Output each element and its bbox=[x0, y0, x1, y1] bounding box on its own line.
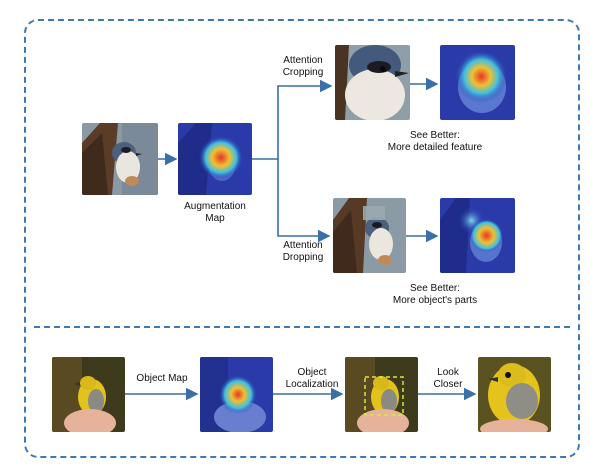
crop-result-label: See Better: More detailed feature bbox=[387, 130, 483, 153]
arrow-to-dropping bbox=[277, 159, 331, 243]
dropped-bird-image bbox=[333, 198, 406, 273]
attention-cropping-label: Attention Cropping bbox=[282, 55, 324, 78]
dropped-heatmap-image bbox=[440, 198, 515, 273]
original-bird-image bbox=[52, 357, 125, 432]
zoomed-bird-image bbox=[478, 357, 551, 432]
object-localization-label: Object Localization bbox=[285, 367, 339, 390]
drop-result-label: See Better: More object's parts bbox=[392, 283, 478, 306]
attention-dropping-label: Attention Dropping bbox=[282, 240, 324, 263]
augmentation-map-label: Augmentation Map bbox=[184, 201, 246, 224]
dashed-frame bbox=[24, 19, 580, 458]
cropped-bird-image bbox=[335, 45, 410, 120]
section-divider bbox=[34, 326, 570, 328]
augmentation-heatmap-image bbox=[178, 123, 252, 195]
look-closer-label: Look Closer bbox=[433, 367, 463, 390]
arrow-to-cropping bbox=[252, 79, 333, 160]
cropped-heatmap-image bbox=[440, 45, 515, 120]
object-heatmap-image bbox=[200, 357, 273, 432]
localized-bird-image bbox=[345, 357, 418, 432]
input-bird-image bbox=[82, 123, 158, 195]
object-map-label: Object Map bbox=[136, 373, 188, 384]
